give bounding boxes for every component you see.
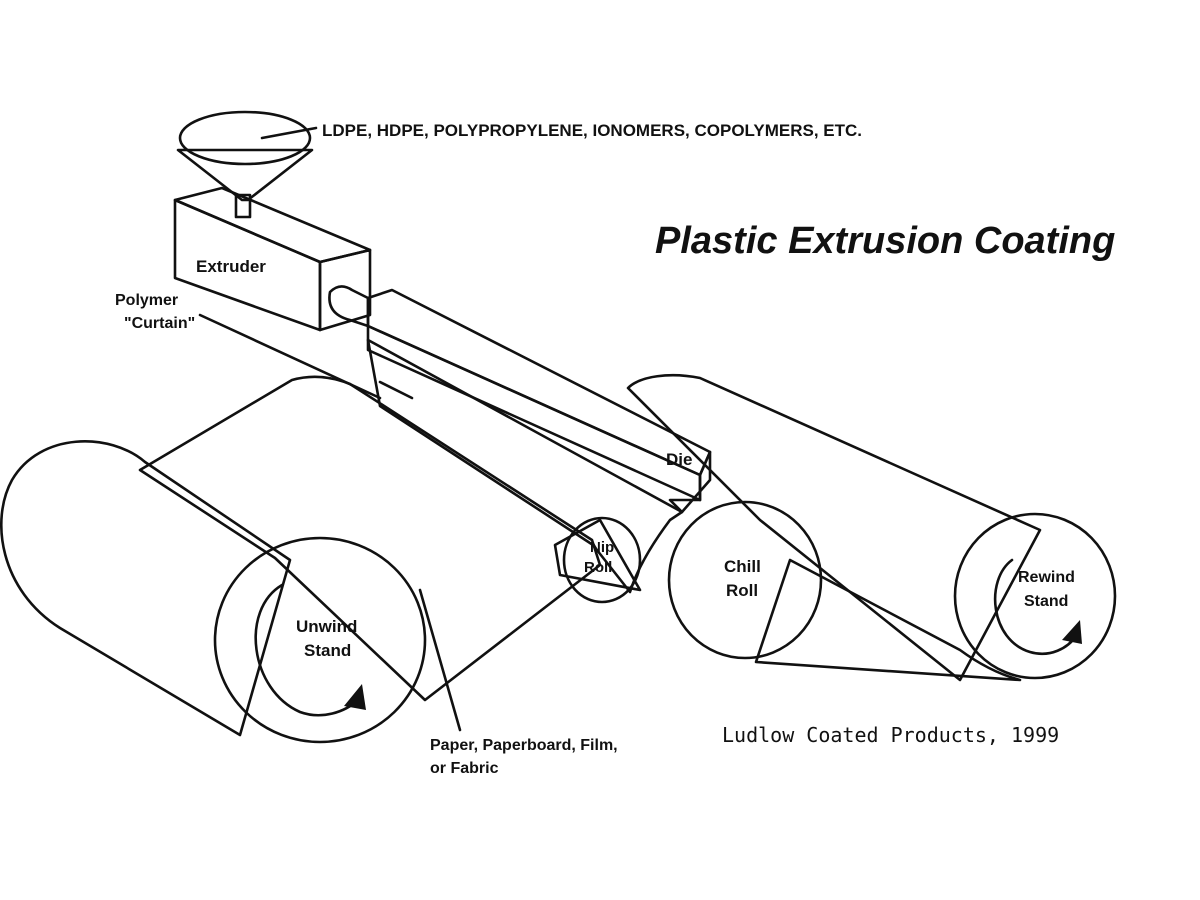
curtain-inner-leader-line: [378, 380, 414, 400]
rewind-arrowhead: [1062, 620, 1082, 644]
unwind-stand-label-line1: Unwind: [296, 617, 357, 636]
rewind-rotation-arrow: [993, 558, 1078, 656]
unwind-stand-label-line2: Stand: [304, 641, 351, 660]
die-label: Die: [666, 450, 692, 469]
substrate-label-line1: Paper, Paperboard, Film,: [430, 737, 618, 754]
coated-web: [754, 558, 1022, 682]
chill-roll: [667, 500, 823, 660]
rewind-stand-label-line2: Stand: [1024, 593, 1068, 610]
nip-roll-label-line1: Nip: [590, 539, 614, 556]
extruder-label: Extruder: [196, 257, 266, 276]
nip-roll-label-line2: Roll: [584, 559, 612, 576]
polymer-curtain-label-line1: Polymer: [115, 292, 178, 309]
credit-text: Ludlow Coated Products, 1999: [722, 723, 1059, 747]
hopper: [176, 110, 314, 219]
unwind-arrowhead: [344, 684, 366, 710]
substrate-sheet: [138, 375, 602, 702]
die: [328, 285, 712, 514]
rewind-roll-cylinder: [626, 373, 1042, 682]
polymer-curtain: [366, 338, 684, 594]
extruder: [173, 186, 372, 332]
rewind-stand-label-line1: Rewind: [1018, 569, 1075, 586]
materials-leader-line: [260, 126, 318, 140]
chill-roll-label-line1: Chill: [724, 557, 761, 576]
unwind-roll: [0, 440, 427, 744]
unwind-rotation-arrow: [254, 583, 360, 717]
diagram-title: Plastic Extrusion Coating: [655, 220, 1115, 262]
curtain-leader-line: [198, 313, 382, 400]
substrate-leader-line: [418, 588, 462, 732]
rewind-roll: [953, 512, 1117, 680]
chill-roll-label-line2: Roll: [726, 581, 758, 600]
materials-label: LDPE, HDPE, POLYPROPYLENE, IONOMERS, COP…: [322, 121, 862, 140]
substrate-label-line2: or Fabric: [430, 760, 499, 777]
nip-roll: [553, 516, 642, 604]
polymer-curtain-label-line2: "Curtain": [124, 315, 195, 332]
